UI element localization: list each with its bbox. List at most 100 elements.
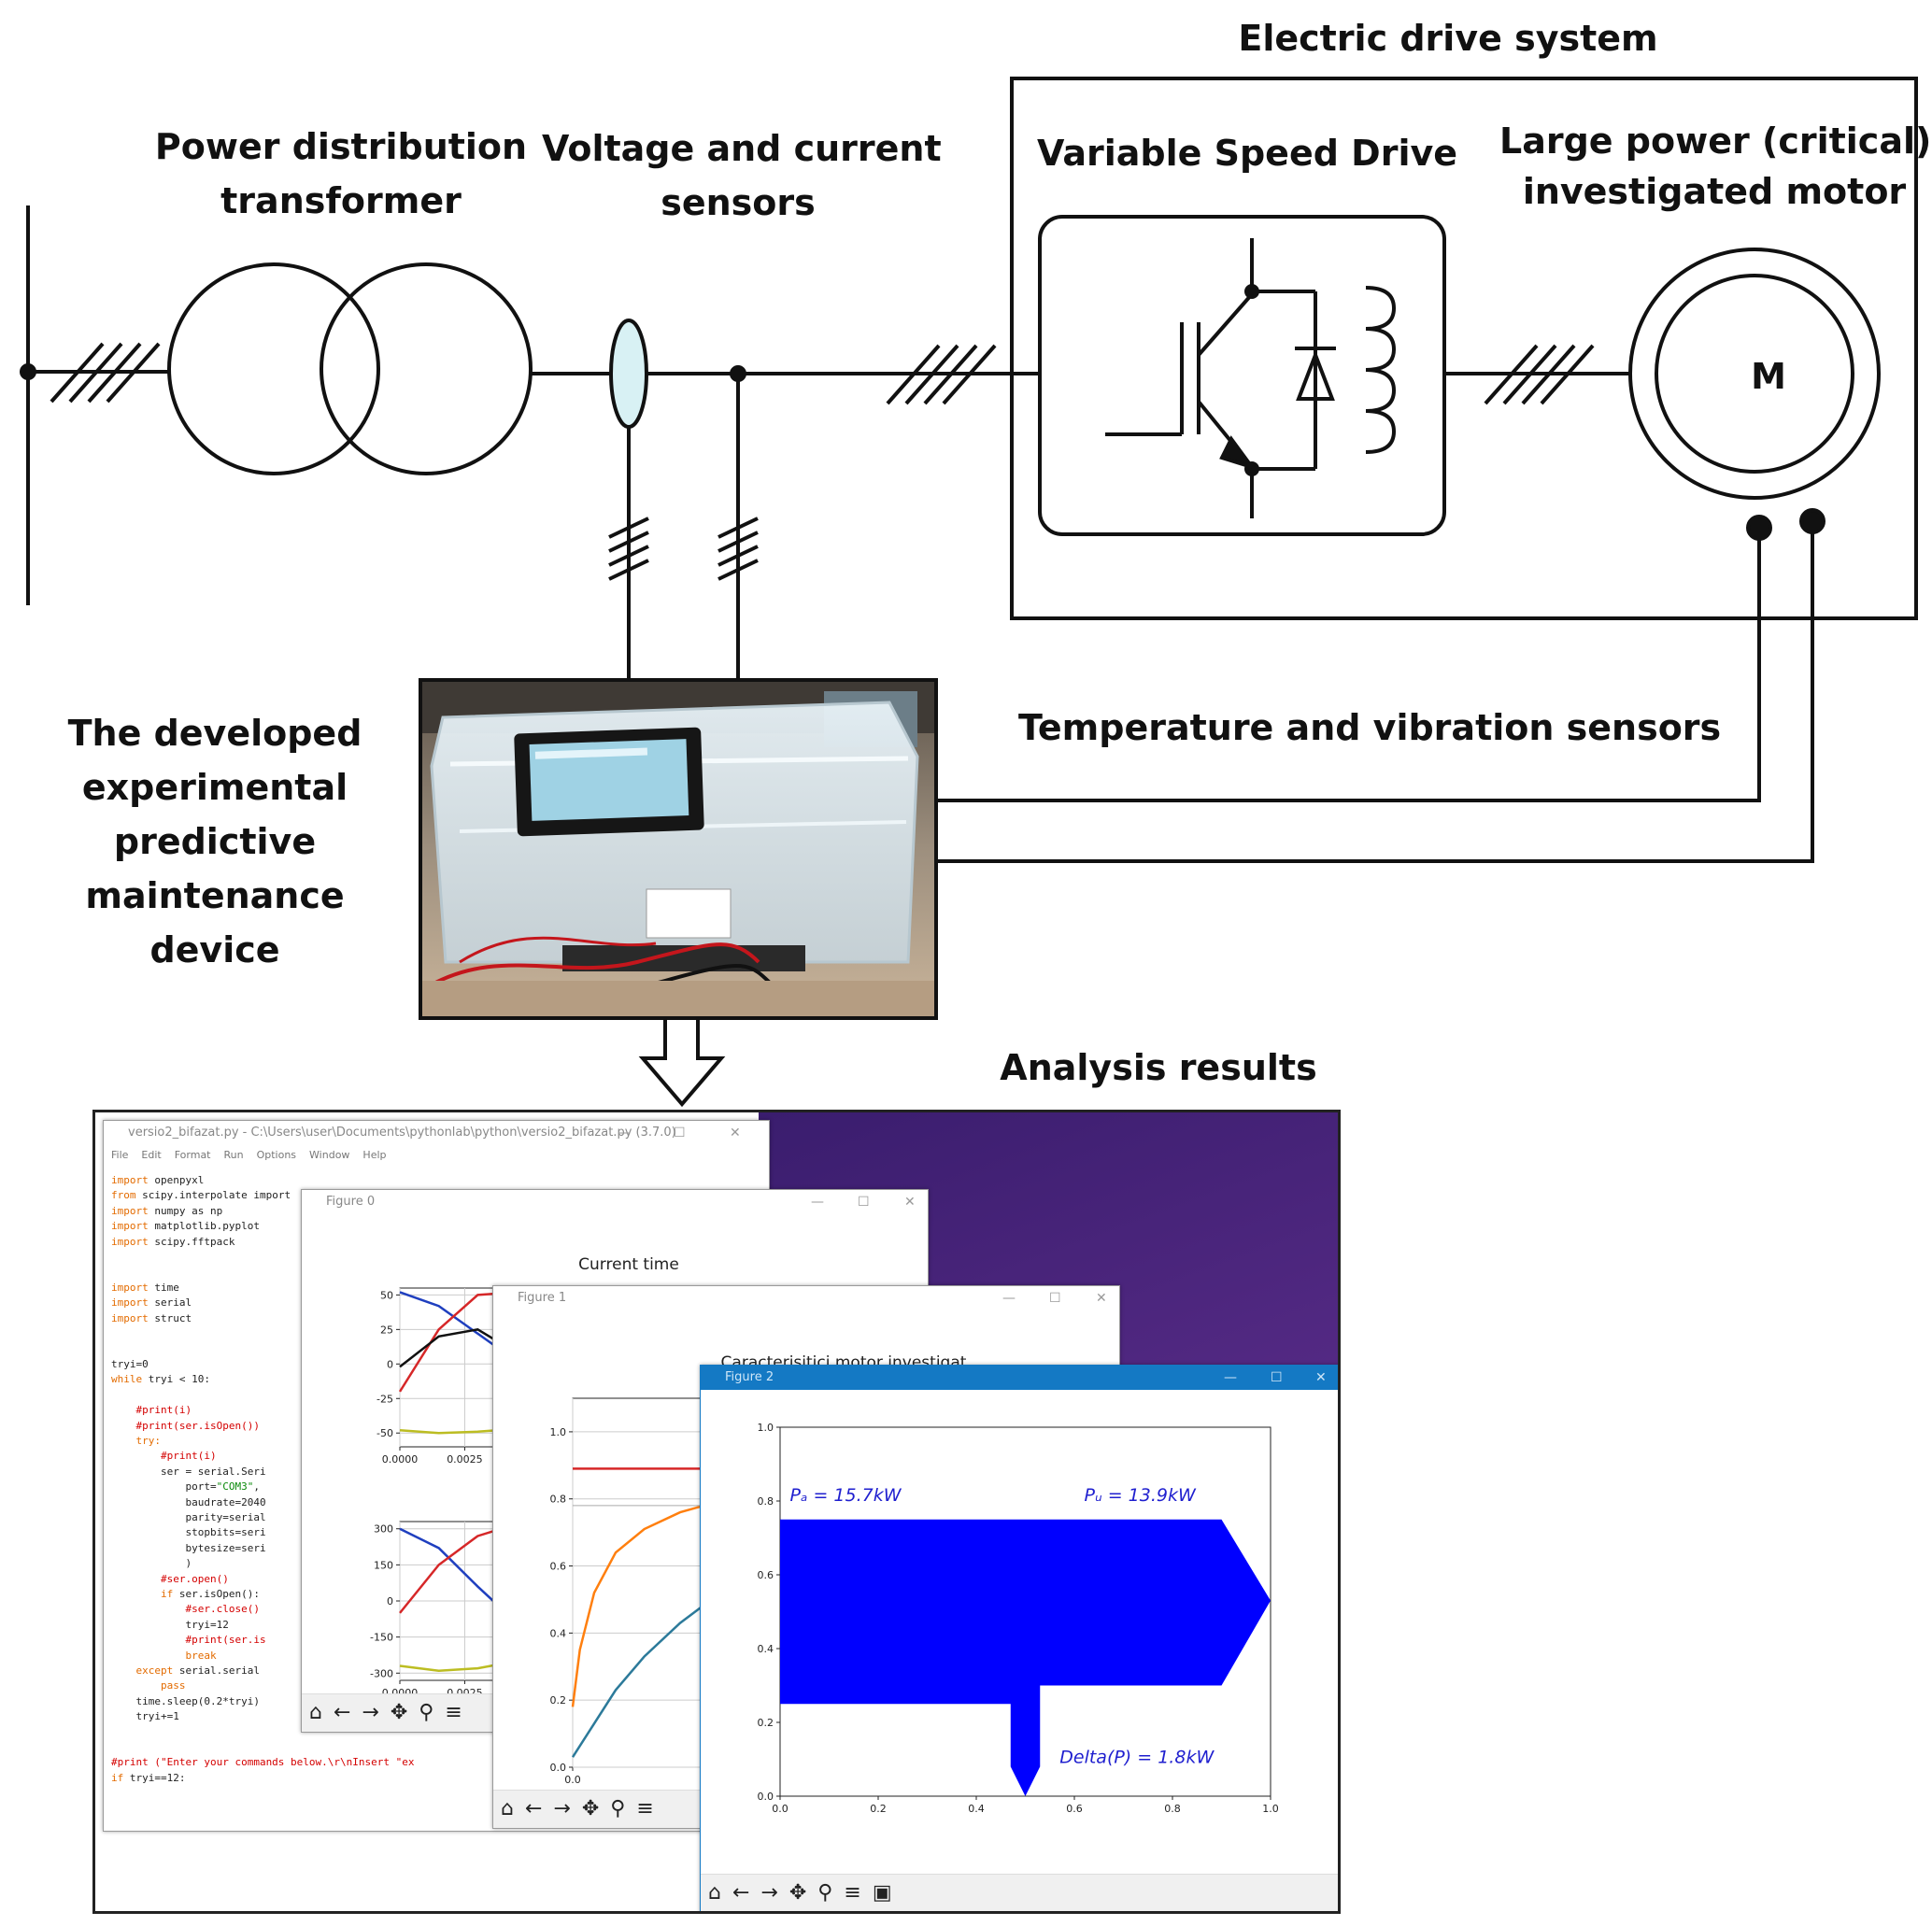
editor-menu-item[interactable]: File: [111, 1149, 129, 1161]
figure-2-close-button[interactable]: ✕: [1315, 1370, 1327, 1385]
back-icon[interactable]: ←: [333, 1701, 355, 1724]
device-label: The developed experimental predictive ma…: [56, 706, 374, 977]
igbt-symbol: [1105, 238, 1317, 518]
code-line: import openpyxl: [111, 1174, 205, 1186]
figure-0-panel-2-y-tick-label: 300: [374, 1523, 393, 1536]
figure-1-close-button[interactable]: ✕: [1096, 1291, 1107, 1306]
vsd-label: Variable Speed Drive: [1037, 133, 1458, 174]
device-label-line-4: maintenance: [85, 875, 345, 916]
editor-menu: File Edit Format Run Options Window Help: [111, 1149, 400, 1161]
current-sensor-ring: [609, 319, 648, 429]
diode-symbol: [1295, 347, 1336, 401]
configure-icon[interactable]: ≡: [844, 1881, 865, 1905]
figure-2-x-tick-label: 0.0: [772, 1803, 788, 1815]
vi-sensors-label-line-1: Voltage and current: [542, 128, 942, 169]
drive-system-frame: [1010, 77, 1918, 620]
code-line: pass: [160, 1679, 186, 1692]
zoom-icon[interactable]: ⚲: [419, 1701, 438, 1724]
code-line: baudrate=2040: [111, 1495, 266, 1508]
home-icon[interactable]: ⌂: [708, 1881, 725, 1905]
code-line: if ser.isOpen():: [160, 1587, 260, 1600]
wire-vibration-sensor: [930, 521, 1814, 863]
pan-icon[interactable]: ✥: [390, 1701, 412, 1724]
editor-menu-item[interactable]: Help: [362, 1149, 387, 1161]
editor-menu-item[interactable]: Window: [309, 1149, 350, 1161]
device-photo-image: [422, 682, 934, 1016]
figure-2-x-tick-label: 0.4: [968, 1803, 985, 1815]
editor-menu-item[interactable]: Edit: [141, 1149, 162, 1161]
configure-icon[interactable]: ≡: [445, 1701, 466, 1724]
figure-0-panel-1-y-tick-label: 50: [380, 1289, 393, 1301]
figure-2-y-tick-label: 0.4: [758, 1643, 774, 1655]
code-line: #print(ser.isOpen()): [111, 1419, 260, 1432]
figure-1-x-tick-label: 0.0: [564, 1774, 581, 1786]
editor-menu-item[interactable]: Run: [223, 1149, 244, 1161]
figure-1-title: Figure 1: [518, 1291, 567, 1305]
code-line: try:: [135, 1434, 162, 1447]
pan-icon[interactable]: ✥: [788, 1881, 811, 1905]
home-icon[interactable]: ⌂: [309, 1701, 326, 1724]
figure-2-x-tick-label: 0.2: [870, 1803, 887, 1815]
figure-0-panel-2-y-tick-label: -300: [370, 1667, 393, 1679]
editor-close-button[interactable]: ✕: [730, 1126, 741, 1140]
three-phase-mark-2: [886, 344, 997, 405]
editor-title: versio2_bifazat.py - C:\Users\user\Docum…: [128, 1126, 676, 1140]
code-line: except serial.serial: [135, 1664, 260, 1677]
zoom-icon[interactable]: ⚲: [610, 1797, 630, 1820]
figure-2-minimize-button[interactable]: —: [1224, 1370, 1237, 1385]
analysis-screenshot: versio2_bifazat.py - C:\Users\user\Docum…: [92, 1110, 1341, 1914]
figure-2-maximize-button[interactable]: ☐: [1271, 1370, 1283, 1385]
figure-0-maximize-button[interactable]: ☐: [858, 1195, 870, 1210]
back-icon[interactable]: ←: [524, 1797, 547, 1820]
editor-menu-item[interactable]: Options: [256, 1149, 297, 1161]
zoom-icon[interactable]: ⚲: [817, 1881, 837, 1905]
code-line: port="COM3",: [111, 1480, 260, 1494]
transformer-secondary-coil: [320, 262, 533, 475]
figure-1-y-tick-label: 1.0: [550, 1426, 567, 1438]
figure-2-pa-label: Pₐ = 15.7kW: [790, 1485, 902, 1506]
editor-maximize-button[interactable]: ☐: [674, 1126, 686, 1140]
code-line: #ser.open(): [111, 1572, 229, 1585]
figure-1-maximize-button[interactable]: ☐: [1049, 1291, 1061, 1306]
vsd-box: [1038, 215, 1446, 536]
motor-label-line-2: investigated motor: [1522, 171, 1907, 212]
forward-icon[interactable]: →: [760, 1881, 782, 1905]
code-line: #print(i): [111, 1404, 192, 1417]
forward-icon[interactable]: →: [553, 1797, 575, 1820]
editor-menu-item[interactable]: Format: [174, 1149, 211, 1161]
figure-1-minimize-button[interactable]: —: [1002, 1291, 1016, 1306]
device-label-line-1: The developed: [67, 713, 362, 754]
back-icon[interactable]: ←: [732, 1881, 754, 1905]
code-line: tryi=12: [111, 1618, 229, 1631]
figure-2-y-tick-label: 0.6: [758, 1569, 774, 1581]
figure-2-pu-label: Pᵤ = 13.9kW: [1085, 1485, 1197, 1506]
code-line: parity=serial: [111, 1510, 266, 1523]
configure-icon[interactable]: ≡: [636, 1797, 658, 1820]
figure-1-y-tick-label: 0.4: [550, 1627, 567, 1639]
figure-0-title: Figure 0: [326, 1195, 376, 1209]
home-icon[interactable]: ⌂: [501, 1797, 518, 1820]
figure-0-close-button[interactable]: ✕: [904, 1195, 916, 1210]
motor-symbol-label: M: [1751, 356, 1786, 397]
motor-inner-ring: [1655, 274, 1854, 474]
figure-2-y-tick-label: 1.0: [758, 1422, 774, 1434]
editor-minimize-button[interactable]: —: [618, 1126, 631, 1140]
figure-0-panel-1-y-tick-label: -50: [376, 1427, 393, 1439]
save-icon[interactable]: ▣: [872, 1881, 896, 1905]
figure-1-y-tick-label: 0.0: [550, 1762, 567, 1774]
figure-1-y-tick-label: 0.8: [550, 1494, 567, 1506]
device-label-line-2: experimental: [81, 767, 348, 808]
three-phase-mark-1: [50, 342, 161, 404]
motor-label: Large power (critical) investigated moto…: [1499, 116, 1931, 217]
figure-0-minimize-button[interactable]: —: [811, 1195, 824, 1210]
figure-2-title: Figure 2: [701, 1366, 1338, 1390]
code-line: tryi=0: [111, 1357, 149, 1370]
forward-icon[interactable]: →: [362, 1701, 383, 1724]
pan-icon[interactable]: ✥: [581, 1797, 604, 1820]
device-photo: [419, 678, 938, 1020]
